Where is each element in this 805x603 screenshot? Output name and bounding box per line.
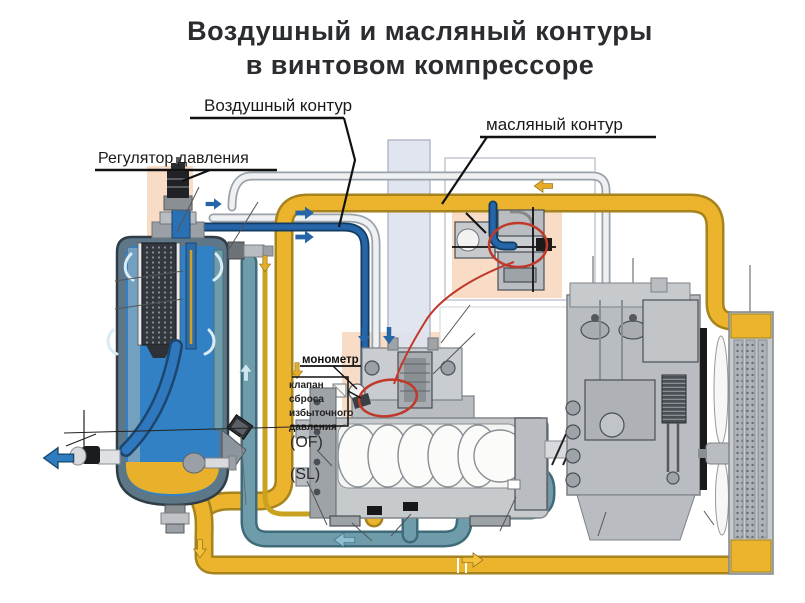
svg-text:(OF): (OF) [290, 434, 323, 451]
highlight-ellipse-inlet [357, 378, 419, 418]
oil-level-sight [182, 452, 237, 474]
svg-text:монометр: монометр [302, 354, 359, 366]
page-title: Воздушный и масляный контуры в винтовом … [187, 16, 653, 80]
tank-outlet-downpipe [121, 341, 181, 455]
swirl-arrows [106, 252, 224, 356]
svg-text:избыточного: избыточного [289, 407, 353, 419]
oil-cooler [728, 265, 774, 575]
svg-text:в винтовом компрессоре: в винтовом компрессоре [246, 50, 595, 80]
label-leader-regulator [181, 168, 211, 183]
air-control-pipe [179, 222, 370, 391]
label-bracket-relief-valve [290, 376, 349, 427]
label-relief-valve: клапан сброса избыточного давления [289, 376, 362, 433]
screw-rotors [337, 423, 527, 489]
inlet-housing [349, 337, 479, 435]
oil-pipe-top [194, 193, 743, 520]
label-air-circuit: Воздушный контур [190, 96, 357, 228]
label-oil-circuit: масляный контур [441, 115, 656, 205]
flow-arrow-air [295, 230, 314, 244]
tank-wall-valve [226, 414, 254, 440]
fan-belt-guard [700, 328, 707, 490]
svg-text:масляный контур: масляный контур [486, 115, 623, 134]
service-pipe-lower [208, 213, 381, 351]
cooling-fan [698, 335, 735, 536]
compressor-airend [295, 337, 549, 528]
cooler-top-header [730, 313, 772, 339]
label-suction-line: (SL) [290, 466, 328, 526]
separator-filter-element [137, 242, 181, 358]
svg-text:Регулятор давления: Регулятор давления [98, 150, 249, 167]
svg-text:(SL): (SL) [290, 466, 320, 483]
cooler-bottom-header [730, 539, 772, 573]
svg-text:клапан: клапан [289, 380, 324, 391]
drain-plug [160, 504, 190, 534]
service-pipe-upper [227, 171, 611, 305]
svg-text:Воздушный контур: Воздушный контур [204, 96, 352, 115]
label-pressure-regulator: Регулятор давления [95, 150, 277, 183]
flow-arrow-air [205, 198, 222, 210]
label-leader-air [337, 117, 357, 228]
svg-text:давления: давления [289, 422, 337, 433]
pressure-regulator [163, 157, 193, 211]
intake-duct [387, 139, 431, 349]
pipe-clamp [367, 506, 382, 515]
flow-arrow-oil [259, 255, 271, 273]
label-oil-filter: (OF) [290, 434, 333, 467]
engine [565, 256, 707, 541]
pipe-clamp [403, 502, 418, 511]
sensor-flag [507, 479, 521, 490]
highlight-link-line [393, 261, 515, 385]
highlight-ellipse-inset [487, 221, 549, 269]
label-leader-oil [441, 136, 488, 205]
separator-tank [65, 157, 274, 534]
flow-arrow-air-out [43, 446, 75, 470]
oil-pipe-bottom [187, 485, 748, 575]
unloader-valve-inset [452, 200, 556, 292]
svg-text:Воздушный и масляный контуры: Воздушный и масляный контуры [187, 16, 653, 46]
relief-valve-body [352, 393, 371, 409]
oil-pan [576, 494, 696, 541]
tank-inlet-fitting [227, 241, 274, 260]
injection-pump [661, 374, 687, 485]
leader-lines [63, 186, 715, 542]
svg-text:сброса: сброса [289, 393, 324, 405]
